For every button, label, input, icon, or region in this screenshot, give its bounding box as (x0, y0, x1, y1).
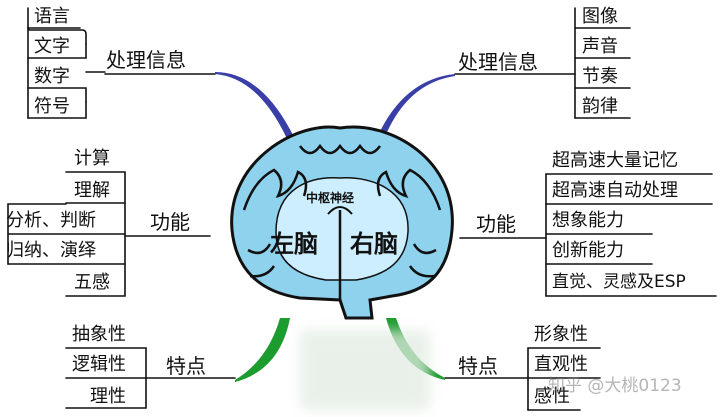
right-function-heading: 功能 (476, 212, 516, 236)
brain-illustration (230, 125, 454, 320)
left-function-item: 分析、判断 (6, 210, 96, 231)
central-nervous-label: 中枢神经 (306, 191, 355, 205)
left-traits-item: 抽象性 (72, 324, 126, 345)
left-function-item: 归纳、演绎 (6, 240, 96, 261)
left-info-item: 文字 (34, 36, 70, 57)
left-function-heading: 功能 (150, 210, 190, 234)
left-brain-label: 左脑 (270, 230, 318, 258)
left-traits-heading: 特点 (166, 354, 206, 378)
left-function-item: 五感 (74, 272, 110, 293)
right-function-item: 想象能力 (552, 210, 624, 231)
right-function-item: 超高速大量记忆 (552, 150, 678, 171)
watermark: 知乎 @大桃0123 (548, 376, 682, 396)
right-function-item: 直觉、灵感及ESP (552, 272, 686, 292)
right-info-item: 节奏 (582, 66, 618, 87)
right-info-item: 韵律 (582, 96, 618, 117)
right-traits-item: 感性 (534, 386, 570, 407)
right-traits-item: 形象性 (534, 324, 588, 345)
left-traits-item: 逻辑性 (72, 354, 126, 375)
left-traits-branch (235, 318, 290, 382)
left-info-item: 数字 (34, 66, 70, 87)
right-info-heading: 处理信息 (458, 50, 538, 74)
right-traits-item: 直观性 (534, 354, 588, 375)
left-function-item: 理解 (74, 180, 110, 201)
right-info-item: 声音 (582, 36, 618, 57)
left-info-item: 语言 (34, 6, 70, 27)
right-function-item: 超高速自动处理 (552, 180, 678, 201)
right-info-item: 图像 (582, 6, 618, 27)
left-function-item: 计算 (74, 148, 110, 169)
left-info-heading: 处理信息 (106, 48, 186, 72)
right-brain-label: 右脑 (350, 230, 398, 258)
left-info-item: 符号 (34, 96, 70, 117)
right-traits-heading: 特点 (458, 354, 498, 378)
blurred-region (300, 330, 430, 410)
left-traits-item: 理性 (90, 386, 126, 407)
right-function-item: 创新能力 (552, 240, 624, 261)
